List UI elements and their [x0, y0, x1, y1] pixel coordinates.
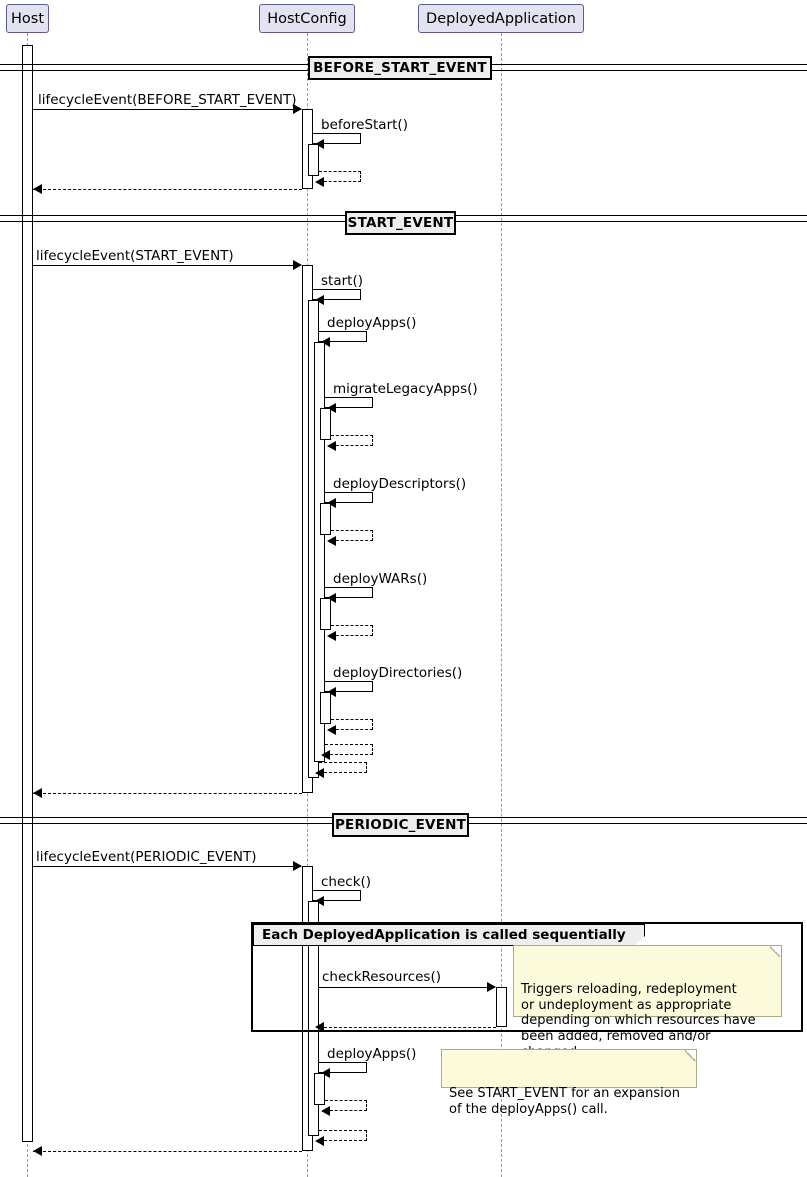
note-deployapps-text: See START_EVENT for an expansion of the …	[449, 1085, 680, 1117]
arrowhead-m7	[321, 337, 330, 347]
divider-before-start-event: BEFORE_START_EVENT	[308, 56, 492, 80]
participant-deployedapplication[interactable]: DeployedApplication	[418, 4, 584, 33]
arrowhead-m1	[293, 104, 302, 114]
arrowhead-m24	[321, 1106, 330, 1116]
divider-periodic-event-label: PERIODIC_EVENT	[334, 817, 467, 833]
message-label-m20: check()	[321, 874, 372, 890]
selfcall-bracket-m23	[319, 1062, 367, 1073]
selfreturn-bracket-m16	[325, 744, 373, 755]
message-arrow-m21	[319, 987, 495, 988]
selfcall-bracket-m6	[313, 289, 361, 300]
arrowhead-m26	[33, 1146, 42, 1156]
arrowhead-m5	[293, 260, 302, 270]
activation-config-2b	[314, 342, 325, 762]
selfreturn-bracket-m17	[319, 762, 367, 773]
message-label-m10: deployDescriptors()	[333, 476, 467, 492]
group-tab-sequential-label: Each DeployedApplication is called seque…	[262, 927, 626, 943]
message-label-m23: deployApps()	[327, 1046, 417, 1062]
participant-hostconfig[interactable]: HostConfig	[259, 4, 355, 33]
lifeline-deployedapplication	[501, 33, 502, 1177]
selfcall-bracket-m8	[325, 397, 373, 408]
arrowhead-m13	[327, 631, 336, 641]
activation-config-3a	[308, 901, 319, 1136]
arrowhead-m6	[315, 295, 324, 305]
arrowhead-m18	[33, 788, 42, 798]
message-arrow-m1	[33, 109, 301, 110]
arrowhead-m23	[321, 1068, 330, 1078]
arrowhead-m21	[487, 982, 496, 992]
arrowhead-m8	[327, 403, 336, 413]
arrowhead-m25	[315, 1136, 324, 1146]
note-checkresources-text: Triggers reloading, redeployment or unde…	[521, 981, 756, 1060]
selfcall-bracket-m12	[325, 587, 373, 598]
selfreturn-bracket-m9	[331, 435, 373, 446]
note-fold-corner-icon	[770, 946, 781, 957]
selfreturn-bracket-m15	[331, 719, 373, 730]
arrowhead-m12	[327, 593, 336, 603]
divider-before-start-event-label: BEFORE_START_EVENT	[313, 60, 487, 76]
participant-host[interactable]: Host	[6, 4, 49, 33]
message-label-m21: checkResources()	[322, 969, 442, 985]
activation-host-root	[22, 45, 33, 1142]
message-arrow-m4	[33, 189, 302, 190]
selfreturn-bracket-m24	[325, 1100, 367, 1111]
divider-periodic-event: PERIODIC_EVENT	[332, 813, 469, 837]
arrowhead-m9	[327, 441, 336, 451]
group-frame-sequential	[251, 922, 803, 1032]
arrowhead-m4	[33, 184, 42, 194]
message-label-m6: start()	[321, 273, 363, 289]
arrowhead-m2	[315, 139, 324, 149]
message-arrow-m18	[33, 793, 302, 794]
arrowhead-m17	[315, 768, 324, 778]
activation-config-2c	[320, 408, 331, 440]
participant-host-label: Host	[10, 10, 44, 27]
note-checkresources: Triggers reloading, redeployment or unde…	[513, 945, 782, 1060]
arrowhead-m14	[327, 687, 336, 697]
message-arrow-m5	[33, 265, 301, 266]
selfcall-bracket-m2	[313, 133, 361, 144]
activation-config-2d	[320, 503, 331, 535]
activation-config-2f	[320, 692, 331, 724]
activation-deployedapplication-1	[496, 987, 507, 1027]
selfreturn-bracket-m3	[319, 171, 361, 182]
message-label-m2: beforeStart()	[321, 117, 408, 133]
divider-start-event-label: START_EVENT	[347, 215, 454, 231]
selfcall-bracket-m10	[325, 492, 373, 503]
group-tab-sequential: Each DeployedApplication is called seque…	[253, 924, 645, 946]
message-label-m12: deployWARs()	[333, 571, 428, 587]
arrowhead-m19	[293, 861, 302, 871]
arrowhead-m20	[315, 896, 324, 906]
message-label-m1: lifecycleEvent(BEFORE_START_EVENT)	[38, 92, 297, 108]
message-arrow-m26	[33, 1151, 302, 1152]
arrowhead-m3	[315, 177, 324, 187]
arrowhead-m11	[327, 536, 336, 546]
message-label-m5: lifecycleEvent(START_EVENT)	[36, 248, 234, 264]
arrowhead-m10	[327, 498, 336, 508]
selfcall-bracket-m20	[313, 890, 361, 901]
arrowhead-m15	[327, 725, 336, 735]
arrowhead-m16	[321, 750, 330, 760]
message-arrow-m22	[319, 1027, 496, 1028]
activation-config-3b	[314, 1073, 325, 1105]
selfreturn-bracket-m13	[331, 625, 373, 636]
message-arrow-m19	[33, 866, 301, 867]
divider-start-event: START_EVENT	[345, 211, 456, 235]
arrowhead-m22	[315, 1022, 324, 1032]
participant-hostconfig-label: HostConfig	[267, 10, 347, 27]
selfcall-bracket-m7	[319, 331, 367, 342]
activation-config-2e	[320, 598, 331, 630]
selfreturn-bracket-m25	[319, 1130, 367, 1141]
message-label-m8: migrateLegacyApps()	[333, 381, 478, 397]
activation-config-1a	[308, 144, 319, 176]
participant-deployedapplication-label: DeployedApplication	[426, 10, 576, 27]
note-deployapps: See START_EVENT for an expansion of the …	[441, 1049, 697, 1117]
selfcall-bracket-m14	[325, 681, 373, 692]
message-label-m7: deployApps()	[327, 315, 417, 331]
note-fold-corner-icon-2	[685, 1050, 696, 1061]
message-label-m14: deployDirectories()	[333, 665, 463, 681]
message-label-m19: lifecycleEvent(PERIODIC_EVENT)	[36, 849, 257, 865]
selfreturn-bracket-m11	[331, 530, 373, 541]
